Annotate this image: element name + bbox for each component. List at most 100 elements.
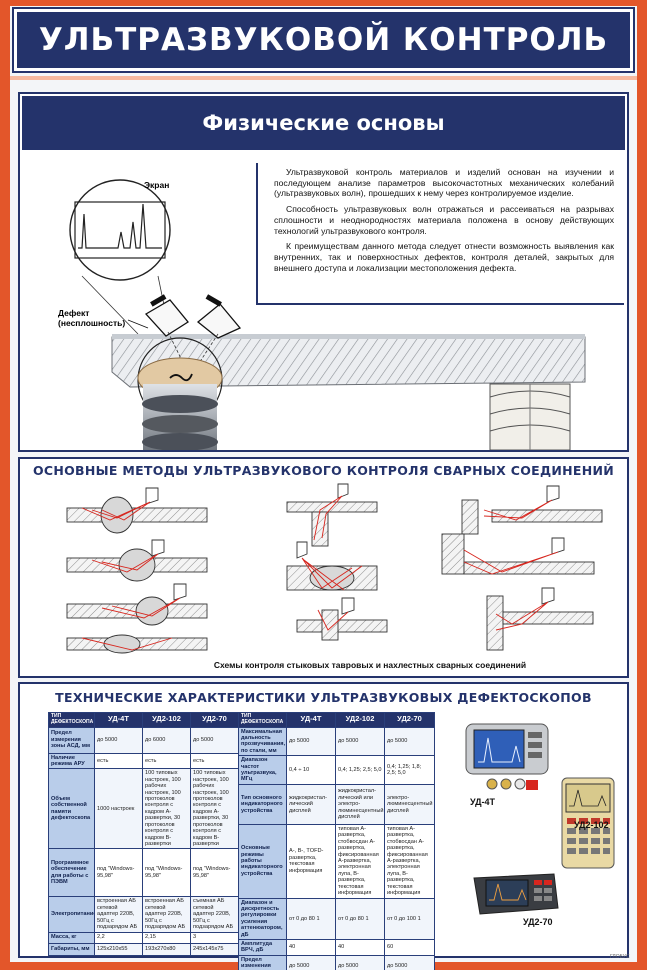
device-ud4t-image <box>465 723 549 790</box>
spec-cell: 60 <box>384 939 435 956</box>
spec-row-label: Максимальная дальность прозвучивания, по… <box>238 726 287 757</box>
spec-row-label: Тип основного индикаторного устройства <box>238 783 287 825</box>
spec-cell: до 5000 <box>384 726 435 757</box>
spec-cell: до 5000 <box>286 954 336 970</box>
spec-row-label: Предел измерения зоны АСД, мм <box>48 726 95 754</box>
spec-cell: под "Windows-95,98" <box>94 848 143 898</box>
spec-header-model-3: УД2-70 <box>190 712 239 728</box>
physics-text-box: Ультразвуковой контроль материалов и изд… <box>256 163 624 305</box>
spec-cell: под "Windows-95,98" <box>142 848 191 898</box>
spec-cell: 40 <box>335 939 385 956</box>
device-ud2-102-label: УД2-102 <box>574 820 609 830</box>
spec-row: Программное обеспечение для работы с ПЭВ… <box>48 848 239 898</box>
spec-cell: А-, В-, TOFD- развертка, текстовая инфор… <box>286 823 336 899</box>
spec-cell: жидкокристал-лический или электро-люмине… <box>335 783 385 825</box>
spec-row-label: Программное обеспечение для работы с ПЭВ… <box>48 848 95 898</box>
device-ud4t-label: УД-4Т <box>470 797 496 807</box>
spec-header-label: ТИП ДЕФЕКТОСКОПА <box>48 712 95 728</box>
spec-cell: 40 <box>286 939 336 956</box>
defect-mark <box>169 373 193 382</box>
spec-cell: жидкокристал-лический дисплей <box>286 783 336 825</box>
defect-label: Дефект <box>58 308 89 318</box>
methods-diagram <box>66 483 603 654</box>
spec-header-model-3-right: УД2-70 <box>384 712 435 728</box>
screen-circle <box>69 179 171 281</box>
methods-caption: Схемы контроля стыковых тавровых и нахле… <box>213 660 527 670</box>
spec-cell: встроенная АБ сетевой адаптер 220В, 50Гц… <box>142 896 191 933</box>
screen-signal <box>78 203 162 249</box>
spec-cell: съемная АБ сетевой адаптер 220В, 50Гц с … <box>190 896 239 933</box>
spec-cell: есть <box>190 752 239 770</box>
spec-cell: под "Windows-95,98" <box>190 848 239 898</box>
spec-row-label: Предел изменения зоны ВРЧ, мм <box>238 954 287 970</box>
main-title-banner: УЛЬТРАЗВУКОВОЙ КОНТРОЛЬ <box>12 7 635 73</box>
physics-heading: Физические основы <box>202 111 445 135</box>
spec-cell: электро-люминесцентный дисплей <box>384 783 435 825</box>
spec-cell: от 0 до 100 1 <box>384 897 435 941</box>
spec-row-label: Основные режимы работы индикаторного уст… <box>238 823 287 899</box>
methods-heading: ОСНОВНЫЕ МЕТОДЫ УЛЬТРАЗВУКОВОГО КОНТРОЛЯ… <box>32 463 615 478</box>
spec-header-model-1: УД-4Т <box>94 712 143 728</box>
pale-stripe <box>10 76 637 80</box>
spec-cell: 0,4; 1,25; 1,8; 2,5; 5,0 <box>384 755 435 785</box>
spec-header-label-right: ТИП ДЕФЕКТОСКОПА <box>238 712 287 728</box>
physics-paragraph-2: Способность ультразвуковых волн отражать… <box>274 204 614 236</box>
spec-row-label: Диапазон частот ультразвука, МГц <box>238 755 287 785</box>
physics-paragraph-3: К преимуществам данного метода следует о… <box>274 241 614 273</box>
spec-table-left: ТИП ДЕФЕКТОСКОПА УД-4Т УД2-102 УД2-70 Пр… <box>48 712 239 956</box>
physics-heading-banner: Физические основы <box>22 96 625 150</box>
spec-cell: 100 типовых настроек, 100 рабочих настро… <box>190 768 239 850</box>
spec-row: Максимальная дальность прозвучивания, по… <box>238 726 435 757</box>
publisher-brand: ГЛОБУС <box>610 954 630 960</box>
spec-cell: 2,15 <box>142 931 191 944</box>
spec-row-label: Габариты, мм <box>48 942 95 956</box>
spec-row: Диапазон и дискретность регулировки усил… <box>238 897 435 941</box>
spec-cell: от 0 до 80 1 <box>286 897 336 941</box>
spec-cell: есть <box>142 752 191 770</box>
spec-cell: 1000 настроек <box>94 768 143 850</box>
spec-row-label: Наличие режима АРУ <box>48 752 95 770</box>
spec-header-model-2-right: УД2-102 <box>335 712 385 728</box>
device-ud2-102-image <box>561 777 615 869</box>
spec-row-label: Амплитуда ВРЧ, дБ <box>238 939 287 956</box>
spec-cell: есть <box>94 752 143 770</box>
spec-cell: до 5000 <box>335 954 385 970</box>
spec-cell: 193х270х80 <box>142 942 191 956</box>
screen-label: Экран <box>144 180 169 190</box>
spec-cell: до 5000 <box>190 726 239 754</box>
spec-cell: до 5000 <box>384 954 435 970</box>
spec-cell: 2,2 <box>94 931 143 944</box>
specs-heading: ТЕХНИЧЕСКИЕ ХАРАКТЕРИСТИКИ УЛЬТРАЗВУКОВЫ… <box>55 690 592 705</box>
spec-header-model-1-right: УД-4Т <box>286 712 336 728</box>
spec-row-label: Масса, кг <box>48 931 95 944</box>
spec-cell: от 0 до 80 1 <box>335 897 385 941</box>
spec-cell: 245х145х75 <box>190 942 239 956</box>
poster-title: УЛЬТРАЗВУКОВОЙ КОНТРОЛЬ <box>38 22 609 58</box>
spec-cell: встроенная АБ сетевой адаптер 220В, 50Гц… <box>94 896 143 933</box>
spec-cell: типовая А-развертка, стобвосдан А-развер… <box>384 823 435 899</box>
spec-cell: 0,4; 1,25; 2,5; 5,0 <box>335 755 385 785</box>
spec-cell: до 5000 <box>94 726 143 754</box>
spec-cell: 125х210х55 <box>94 942 143 956</box>
spec-cell: 100 типовых настроек, 100 рабочих настро… <box>142 768 191 850</box>
device-ud2-70-label: УД2-70 <box>523 917 553 927</box>
spec-row: Основные режимы работы индикаторного уст… <box>238 823 435 899</box>
defect-label-sub: (несплошность) <box>58 318 125 328</box>
spec-row-label: Объем собственной памяти дефектоскопа <box>48 768 95 850</box>
device-ud2-70-image <box>473 873 559 915</box>
spec-table-right: ТИП ДЕФЕКТОСКОПА УД-4Т УД2-102 УД2-70 Ма… <box>238 712 435 970</box>
top-orange-stripe <box>0 0 647 6</box>
spec-cell: типовая А-развертка, стобвосдан А-развер… <box>335 823 385 899</box>
physics-paragraph-1: Ультразвуковой контроль материалов и изд… <box>274 167 614 199</box>
spec-row-label: Диапазон и дискретность регулировки усил… <box>238 897 287 941</box>
spec-row-label: Электропитание <box>48 896 95 933</box>
